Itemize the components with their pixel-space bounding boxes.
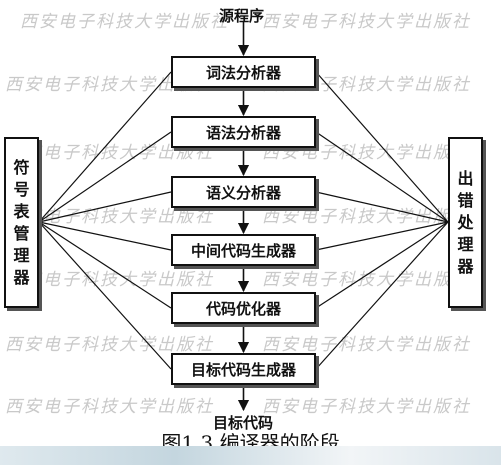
symbol-table-manager-char: 器 [13,267,30,287]
target-code-generator-box: 目标代码生成器 [171,353,316,385]
watermark: 西安电子科技大学出版社 [262,270,471,290]
symbol-table-manager-box: 符 号 表 管 理 器 [4,137,39,308]
watermark: 西安电子科技大学出版社 [5,397,214,417]
watermark: 西安电子科技大学出版社 [5,143,214,163]
error-handler-link [315,191,449,223]
error-handler-char: 处 [457,212,474,232]
symbol-table-link [38,71,172,223]
watermark: 西安电子科技大学出版社 [5,270,214,290]
watermark: 西安电子科技大学出版社 [5,335,214,355]
symbol-table-link [38,221,172,251]
code-optimizer-box: 代码优化器 [171,292,316,324]
watermark: 西安电子科技大学出版社 [5,75,214,95]
source-program-label: 源程序 [219,7,265,25]
error-handler-char: 理 [457,234,474,254]
lexical-analyzer-box: 词法分析器 [171,56,316,88]
semantic-analyzer-box: 语义分析器 [171,176,316,208]
watermark: 西安电子科技大学出版社 [20,12,229,32]
error-handler-link [315,221,449,251]
error-handler-char: 出 [457,168,474,188]
watermark: 西安电子科技大学出版社 [5,207,214,227]
error-handler-char: 器 [457,256,474,276]
watermark: 西安电子科技大学出版社 [262,143,471,163]
watermark: 西安电子科技大学出版社 [262,397,471,417]
error-handler-link [315,221,449,309]
watermark: 西安电子科技大学出版社 [262,335,471,355]
error-handler-box: 出 错 处 理 器 [448,137,483,308]
watermark: 西安电子科技大学出版社 [262,12,471,32]
target-code-label: 目标代码 [213,414,274,432]
symbol-table-link [38,131,172,223]
symbol-table-manager-char: 管 [13,223,30,243]
symbol-table-link [38,221,172,309]
symbol-table-manager-char: 理 [13,245,30,265]
error-handler-link [315,221,449,370]
watermark: 西安电子科技大学出版社 [262,207,471,227]
symbol-table-manager-char: 表 [13,201,30,221]
symbol-table-link [38,221,172,370]
symbol-table-manager-char: 符 [13,157,30,177]
error-handler-link [315,71,449,223]
error-handler-char: 错 [457,190,474,210]
error-handler-link [315,131,449,223]
footer-decoration [0,446,501,465]
symbol-table-link [38,191,172,223]
syntax-analyzer-box: 语法分析器 [171,116,316,148]
symbol-table-manager-char: 号 [13,179,30,199]
intermediate-code-generator-box: 中间代码生成器 [171,234,316,266]
